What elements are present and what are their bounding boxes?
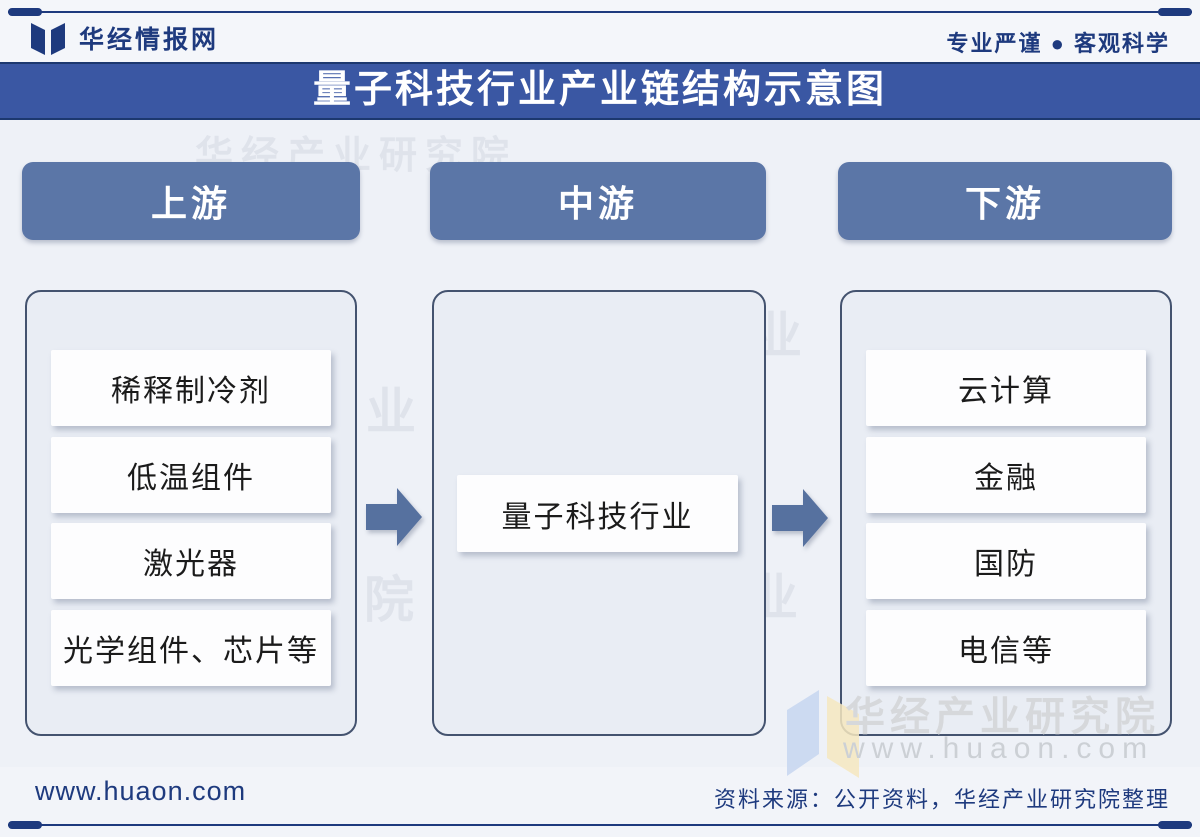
chain-item: 国防 [866, 523, 1146, 599]
stage-header-downstream: 下游 [838, 162, 1172, 240]
arrow-right-icon [366, 488, 422, 546]
top-header-bar: 华经情报网 专业严谨 ● 客观科学 [0, 0, 1200, 62]
chain-item: 低温组件 [51, 437, 331, 513]
watermark-ghost: 院 [364, 572, 414, 628]
column-box-midstream: 量子科技行业 [432, 290, 766, 736]
brand-tagline: 专业严谨 ● 客观科学 [946, 31, 1170, 56]
column-box-downstream: 云计算 金融 国防 电信等 [840, 290, 1172, 736]
top-divider-rule [8, 8, 1192, 16]
watermark-ghost: 业 [366, 384, 416, 440]
rule-endcap-right [1158, 821, 1192, 829]
watermark-book-logo-icon [787, 690, 859, 778]
rule-endcap-left [8, 821, 42, 829]
chain-item: 云计算 [866, 350, 1146, 426]
stage-header-upstream: 上游 [22, 162, 360, 240]
chain-item: 光学组件、芯片等 [51, 610, 331, 686]
chain-item: 激光器 [51, 523, 331, 599]
column-box-upstream: 稀释制冷剂 低温组件 激光器 光学组件、芯片等 [25, 290, 357, 736]
brand-name: 华经情报网 [79, 26, 220, 54]
rule-endcap-right [1158, 8, 1192, 16]
watermark-org-text: 华经产业研究院 [845, 695, 1160, 739]
footer-data-source: 资料来源：公开资料，华经产业研究院整理 [713, 787, 1170, 812]
rule-endcap-left [8, 8, 42, 16]
arrow-right-icon [772, 489, 828, 547]
brand: 华经情报网 [30, 20, 219, 56]
watermark-site-text: www.huaon.com [843, 732, 1155, 765]
chain-item: 量子科技行业 [457, 475, 738, 552]
footer-site-url: www.huaon.com [35, 776, 247, 806]
open-book-logo-icon [31, 23, 65, 55]
chain-item: 金融 [866, 437, 1146, 513]
stage-header-midstream: 中游 [430, 162, 766, 240]
chain-item: 电信等 [866, 610, 1146, 686]
bottom-divider-rule [8, 821, 1192, 829]
page-title: 量子科技行业产业链结构示意图 [0, 62, 1200, 120]
chain-item: 稀释制冷剂 [51, 350, 331, 426]
